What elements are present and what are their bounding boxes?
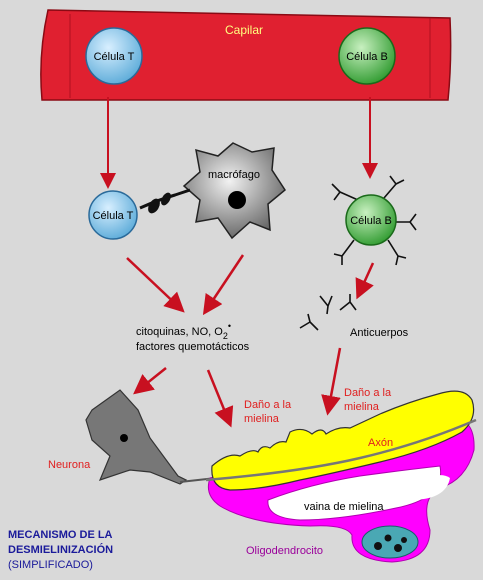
damage-label-right-line2: mielina: [344, 401, 380, 413]
arrow-macrophage-to-mediators: [202, 254, 245, 316]
axon-label: Axón: [368, 437, 393, 449]
damage-label-left-line1: Daño a la: [244, 399, 292, 411]
caption-line2: DESMIELINIZACIÓN: [8, 543, 113, 556]
macrophage-nucleus: [228, 191, 246, 209]
macrophage-label: macrófago: [208, 169, 260, 181]
neuron-label: Neurona: [48, 459, 91, 471]
damage-label-left-line2: mielina: [244, 413, 280, 425]
arrow-mediators-to-myelin: [206, 369, 234, 428]
b-cell: Célula B: [331, 175, 417, 266]
neuron-nucleus: [120, 434, 128, 442]
axon: [205, 390, 477, 491]
oligodendrocyte-label: Oligodendrocito: [246, 545, 323, 557]
b-cell-capillary: Célula B: [338, 27, 396, 85]
antibodies-label: Anticuerpos: [350, 327, 409, 339]
capillary-label: Capilar: [225, 23, 263, 37]
arrow-b-cell-to-antibodies: [355, 262, 375, 300]
neuron: [85, 389, 217, 485]
mediators-line1-superscript: •: [228, 321, 231, 331]
damage-label-right-line1: Daño a la: [344, 387, 392, 399]
b-cell-capillary-label: Célula B: [346, 51, 388, 63]
t-cell-capillary: Célula T: [85, 27, 143, 85]
t-cell: Célula T: [88, 190, 138, 240]
t-cell-macrophage-contact: [139, 188, 191, 214]
myelin-sheath-label: vaina de mielina: [304, 501, 384, 513]
arrow-mediators-to-neuron: [133, 367, 167, 395]
mediators-line1-subscript: 2: [223, 331, 228, 341]
arrow-t-cell-to-mediators: [126, 257, 185, 313]
mediators-line1: citoquinas, NO, O2•: [136, 321, 231, 341]
macrophage: macrófago: [182, 142, 286, 240]
antibodies: [299, 294, 357, 331]
caption-line3: (SIMPLIFICADO): [8, 559, 93, 571]
arrow-antibodies-to-myelin: [321, 347, 342, 416]
caption-line1: MECANISMO DE LA: [8, 529, 113, 541]
t-cell-label: Célula T: [93, 210, 134, 222]
b-cell-label: Célula B: [350, 215, 392, 227]
mediators-line1-prefix: citoquinas, NO, O: [136, 326, 223, 338]
t-cell-capillary-label: Célula T: [94, 51, 135, 63]
caption: MECANISMO DE LA DESMIELINIZACIÓN (SIMPLI…: [8, 529, 113, 571]
mediators-line2: factores quemotácticos: [136, 341, 250, 353]
